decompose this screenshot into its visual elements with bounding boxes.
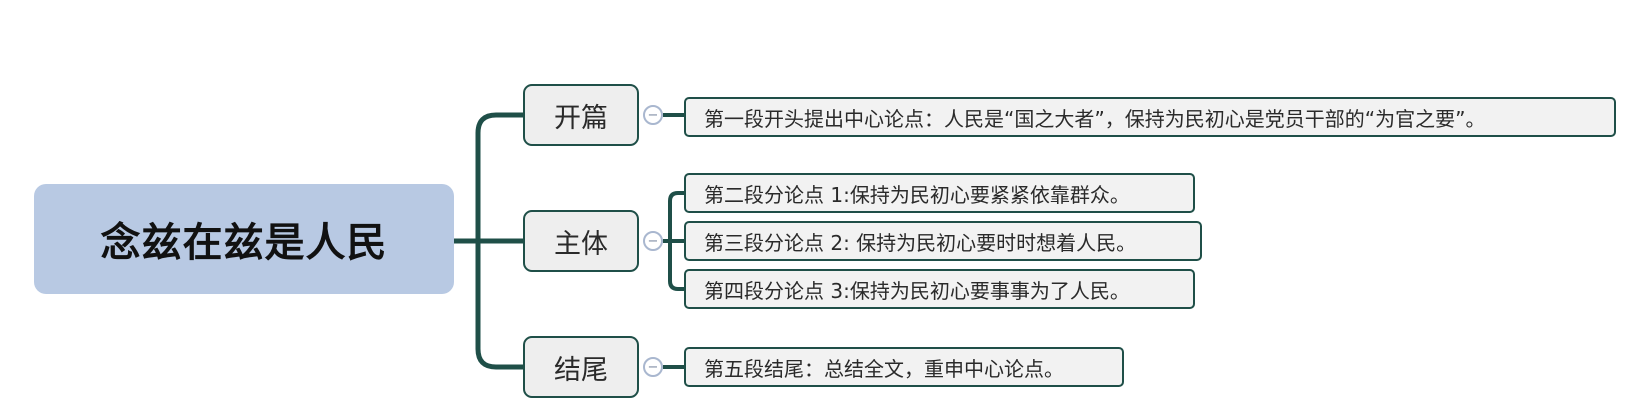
connector-branch-2-leaf-3 xyxy=(668,241,684,291)
subtopic-ending-1[interactable]: 第五段结尾：总结全文，重申中心论点。 xyxy=(684,347,1124,387)
branch-topic-opening[interactable]: 开篇 xyxy=(523,84,639,146)
branch-topic-ending[interactable]: 结尾 xyxy=(523,336,639,398)
connector-branch-2-leaf-1 xyxy=(668,191,684,241)
collapse-minus-icon[interactable]: − xyxy=(643,231,663,251)
subtopic-body-2[interactable]: 第三段分论点 2: 保持为民初心要时时想着人民。 xyxy=(684,221,1202,261)
subtopic-opening-1[interactable]: 第一段开头提出中心论点：人民是“国之大者”，保持为民初心是党员干部的“为官之要”… xyxy=(684,97,1616,137)
branch-topic-body[interactable]: 主体 xyxy=(523,210,639,272)
subtopic-body-1[interactable]: 第二段分论点 1:保持为民初心要紧紧依靠群众。 xyxy=(684,173,1195,213)
collapse-minus-icon[interactable]: − xyxy=(643,357,663,377)
connector-trunk-branch-3 xyxy=(475,241,523,370)
subtopic-body-3[interactable]: 第四段分论点 3:保持为民初心要事事为了人民。 xyxy=(684,269,1195,309)
collapse-minus-icon[interactable]: − xyxy=(643,105,663,125)
root-topic[interactable]: 念兹在兹是人民 xyxy=(34,184,454,294)
connector-trunk-branch-1 xyxy=(475,112,523,241)
